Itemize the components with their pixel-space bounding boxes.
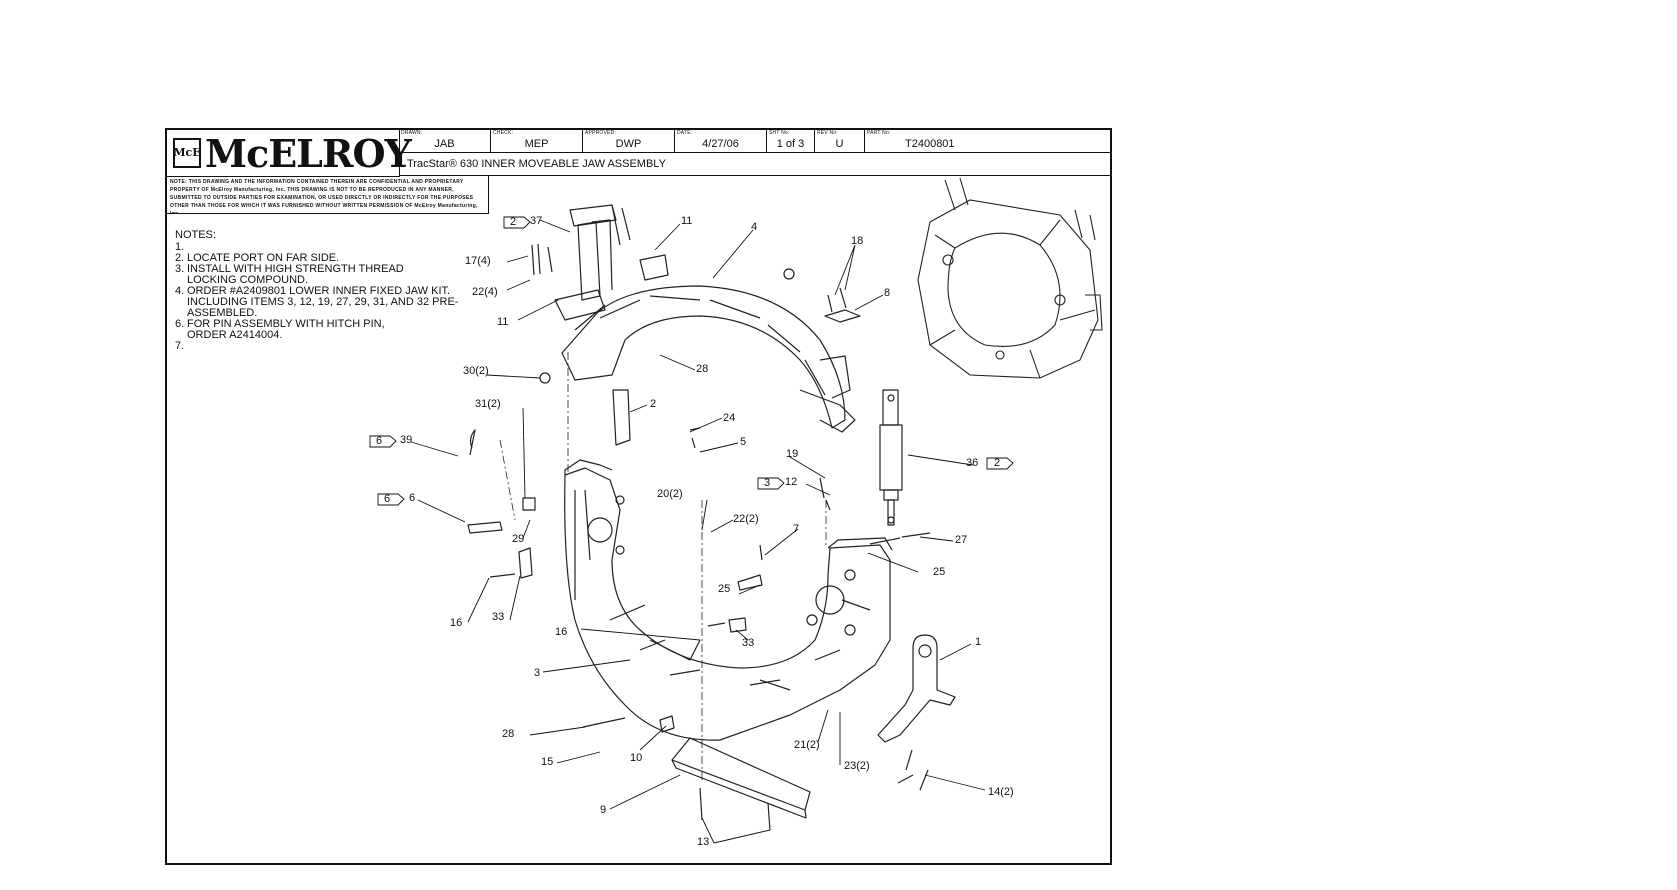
callout-21: 21(2) — [794, 739, 820, 751]
callout-28-lower: 28 — [502, 728, 515, 740]
callout-11-lower: 11 — [497, 316, 509, 328]
check-value: MEP — [524, 138, 549, 150]
drawing-title: TracStar® 630 INNER MOVEABLE JAW ASSEMBL… — [399, 152, 1110, 176]
part-value: T2400801 — [905, 138, 955, 150]
callout-4: 4 — [751, 221, 758, 233]
note-item: 1. — [175, 242, 475, 253]
callout-12: 12 — [785, 476, 798, 488]
callout-29: 29 — [512, 533, 525, 545]
confidentiality-notice: NOTE: THIS DRAWING AND THE INFORMATION C… — [167, 176, 489, 214]
callout-17: 17(4) — [465, 255, 491, 267]
note-item: 4.ORDER #A2409801 LOWER INNER FIXED JAW … — [175, 286, 475, 319]
approved-label: APPROVED: — [585, 130, 616, 136]
callout-15: 15 — [541, 756, 554, 768]
callout-7: 7 — [793, 523, 800, 535]
callout-22-lower: 22(2) — [733, 513, 759, 525]
approved-value: DWP — [615, 138, 642, 150]
callout-20: 20(2) — [657, 488, 683, 500]
callout-28-upper: 28 — [696, 363, 709, 375]
rev-cell: REV No: U — [815, 130, 865, 152]
callout-2: 2 — [650, 398, 657, 410]
title-block-row: DRAWN: JAB CHECK: MEP APPROVED: DWP DATE… — [399, 130, 1110, 153]
callout-14: 14(2) — [988, 786, 1014, 798]
note-flag-39: 6 — [376, 435, 383, 447]
note-item: 7. — [175, 341, 475, 352]
note-number: 2. — [175, 252, 185, 264]
date-label: DATE: — [677, 130, 693, 136]
note-flag-37: 2 — [510, 216, 517, 228]
callout-6: 6 — [409, 492, 416, 504]
note-text: INSTALL WITH HIGH STRENGTH THREAD LOCKIN… — [187, 263, 404, 286]
note-text: FOR PIN ASSEMBLY WITH HITCH PIN, ORDER A… — [187, 318, 385, 341]
note-number: 4. — [175, 285, 185, 297]
callout-30: 30(2) — [463, 365, 489, 377]
callout-31: 31(2) — [475, 398, 501, 410]
note-number: 7. — [175, 340, 185, 352]
note-flag-6: 6 — [384, 493, 391, 505]
approved-cell: APPROVED: DWP — [583, 130, 675, 152]
notes-heading: NOTES: — [175, 229, 216, 241]
callout-11-upper: 11 — [681, 215, 693, 227]
rev-value: U — [835, 138, 844, 150]
callout-9: 9 — [600, 804, 607, 816]
callout-25-right: 25 — [933, 566, 946, 578]
check-cell: CHECK: MEP — [491, 130, 583, 152]
date-cell: DATE: 4/27/06 — [675, 130, 767, 152]
callout-19: 19 — [786, 448, 799, 460]
note-flag-36: 2 — [994, 457, 1001, 469]
brand-name: McELROY — [205, 130, 412, 176]
logo-mark-icon: McE — [173, 138, 201, 168]
rev-label: REV No: — [817, 130, 838, 136]
callout-36: 36 — [966, 457, 979, 469]
part-cell: PART No: T2400801 — [865, 130, 1110, 152]
callout-22-upper: 22(4) — [472, 286, 498, 298]
note-text: ORDER #A2409801 LOWER INNER FIXED JAW KI… — [187, 285, 459, 319]
drawn-cell: DRAWN: JAB — [399, 130, 491, 152]
note-flag-12: 3 — [764, 477, 771, 489]
callout-5: 5 — [740, 436, 747, 448]
callout-27: 27 — [955, 534, 968, 546]
callout-16-right: 16 — [555, 626, 568, 638]
callout-39: 39 — [400, 434, 413, 446]
brand-logo: McE McELROY — [167, 130, 412, 177]
note-number: 3. — [175, 263, 185, 275]
drawn-value: JAB — [434, 138, 455, 150]
note-item: 2.LOCATE PORT ON FAR SIDE. — [175, 253, 475, 264]
check-label: CHECK: — [493, 130, 514, 136]
callout-33-right: 33 — [742, 637, 755, 649]
date-value: 4/27/06 — [702, 138, 739, 150]
note-number: 6. — [175, 318, 185, 330]
sheet-label: SHT No: — [769, 130, 790, 136]
callout-37: 37 — [530, 215, 543, 227]
callout-1: 1 — [975, 636, 982, 648]
drawing-sheet: McE McELROY DRAWN: JAB CHECK: MEP APPROV… — [165, 128, 1112, 865]
note-text: LOCATE PORT ON FAR SIDE. — [187, 252, 340, 264]
callout-25-left: 25 — [718, 583, 731, 595]
callout-16-left: 16 — [450, 617, 463, 629]
callout-18: 18 — [851, 235, 864, 247]
callout-13: 13 — [697, 836, 710, 848]
callout-3: 3 — [534, 667, 541, 679]
callout-24: 24 — [723, 412, 736, 424]
callout-23: 23(2) — [844, 760, 870, 772]
sheet-value: 1 of 3 — [776, 138, 805, 150]
sheet-cell: SHT No: 1 of 3 — [767, 130, 815, 152]
note-number: 1. — [175, 241, 185, 253]
callout-8: 8 — [884, 287, 891, 299]
note-item: 3.INSTALL WITH HIGH STRENGTH THREAD LOCK… — [175, 264, 475, 286]
note-item: 6.FOR PIN ASSEMBLY WITH HITCH PIN, ORDER… — [175, 319, 475, 341]
part-label: PART No: — [867, 130, 891, 136]
drawn-label: DRAWN: — [401, 130, 423, 136]
notes-block: NOTES: 1. 2.LOCATE PORT ON FAR SIDE. 3.I… — [175, 230, 475, 352]
callout-33-left: 33 — [492, 611, 505, 623]
callout-10: 10 — [630, 752, 643, 764]
